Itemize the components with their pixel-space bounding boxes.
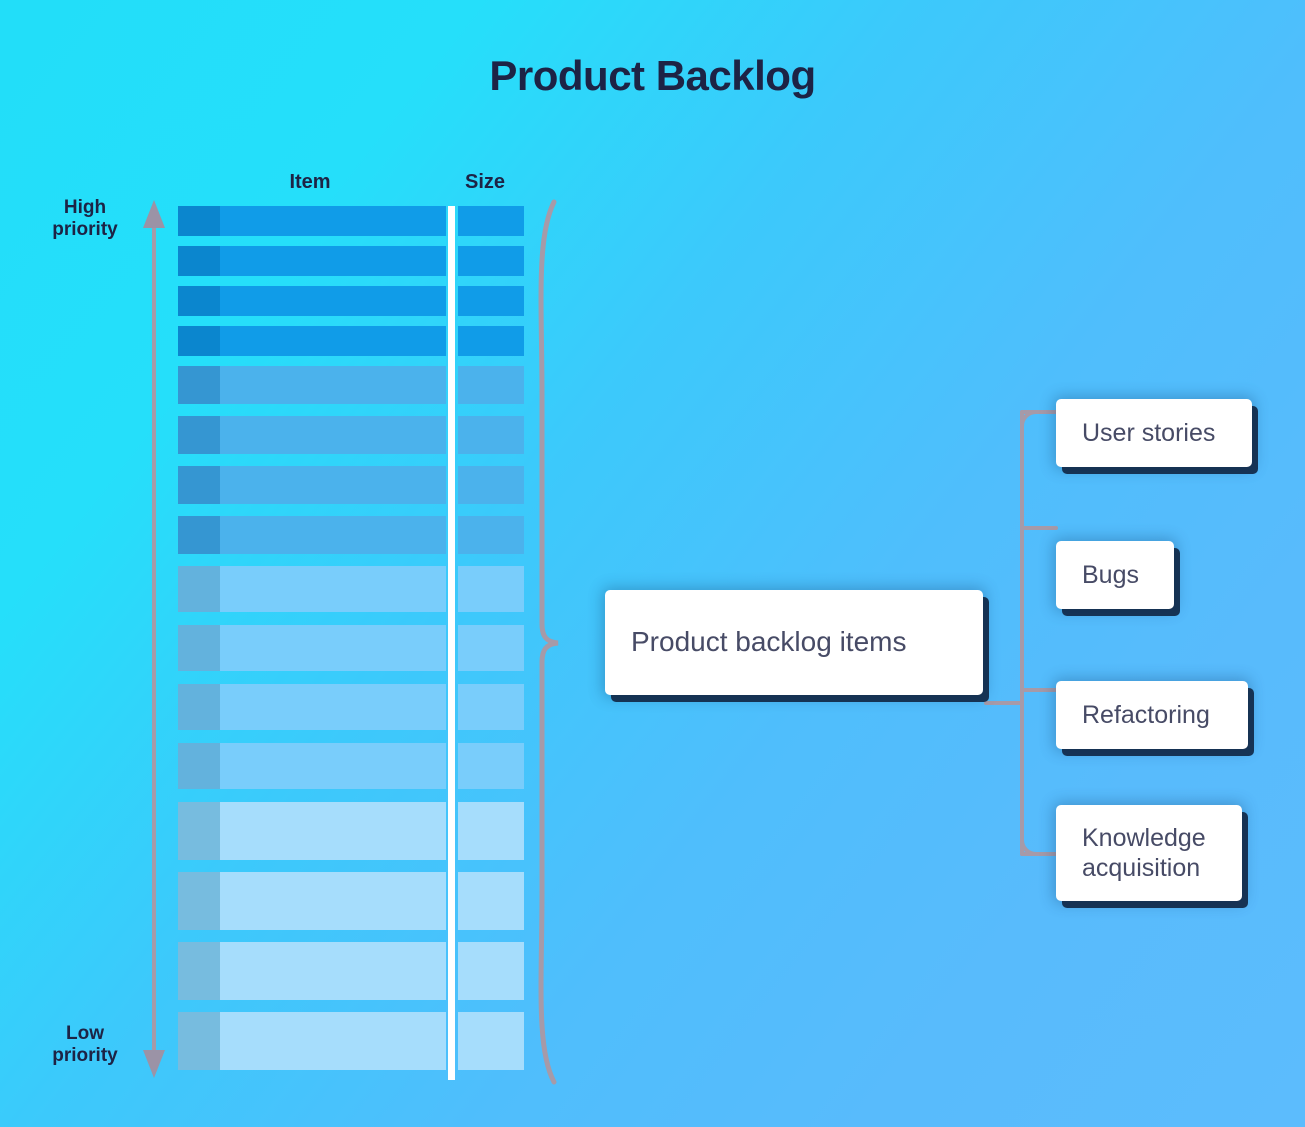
- backlog-row-size-cell: [458, 566, 524, 612]
- backlog-row[interactable]: [178, 743, 524, 789]
- backlog-row[interactable]: [178, 366, 524, 404]
- backlog-row[interactable]: [178, 206, 524, 236]
- priority-arrow-icon: [143, 200, 165, 1078]
- backlog-row-size-cell: [458, 942, 524, 1000]
- backlog-row[interactable]: [178, 516, 524, 554]
- backlog-row-handle: [178, 1012, 220, 1070]
- backlog-row-item-cell: [220, 743, 446, 789]
- backlog-row-handle: [178, 684, 220, 730]
- backlog-row[interactable]: [178, 416, 524, 454]
- priority-label-low: Low priority: [52, 1023, 118, 1067]
- backlog-row-handle: [178, 743, 220, 789]
- backlog-row-handle: [178, 416, 220, 454]
- backlog-row[interactable]: [178, 326, 524, 356]
- column-header-item: Item: [289, 171, 331, 193]
- backlog-row-handle: [178, 366, 220, 404]
- backlog-row-size-cell: [458, 286, 524, 316]
- backlog-row[interactable]: [178, 566, 524, 612]
- backlog-row[interactable]: [178, 1012, 524, 1070]
- backlog-row-handle: [178, 802, 220, 860]
- column-header-size: Size: [464, 171, 506, 193]
- backlog-row-size-cell: [458, 326, 524, 356]
- backlog-row[interactable]: [178, 802, 524, 860]
- backlog-row-item-cell: [220, 206, 446, 236]
- card-label: Refactoring: [1082, 700, 1210, 729]
- backlog-row[interactable]: [178, 466, 524, 504]
- backlog-row-size-cell: [458, 625, 524, 671]
- backlog-row-item-cell: [220, 466, 446, 504]
- backlog-row-item-cell: [220, 872, 446, 930]
- backlog-row-size-cell: [458, 743, 524, 789]
- backlog-row-size-cell: [458, 516, 524, 554]
- backlog-row-handle: [178, 326, 220, 356]
- card-label: Knowledge acquisition: [1082, 823, 1206, 883]
- backlog-row-handle: [178, 286, 220, 316]
- backlog-row-size-cell: [458, 466, 524, 504]
- card-knowledge-acquisition[interactable]: Knowledge acquisition: [1056, 805, 1242, 901]
- backlog-row-handle: [178, 206, 220, 236]
- backlog-row[interactable]: [178, 942, 524, 1000]
- grouping-brace-icon: [538, 199, 559, 1085]
- backlog-row-handle: [178, 246, 220, 276]
- backlog-row-size-cell: [458, 246, 524, 276]
- column-divider: [448, 206, 455, 1080]
- backlog-row-item-cell: [220, 366, 446, 404]
- backlog-row[interactable]: [178, 246, 524, 276]
- backlog-row-item-cell: [220, 625, 446, 671]
- backlog-row-size-cell: [458, 206, 524, 236]
- backlog-row-handle: [178, 942, 220, 1000]
- card-refactoring[interactable]: Refactoring: [1056, 681, 1248, 749]
- backlog-row-item-cell: [220, 246, 446, 276]
- backlog-row[interactable]: [178, 286, 524, 316]
- backlog-row-item-cell: [220, 684, 446, 730]
- card-label: User stories: [1082, 418, 1216, 447]
- backlog-row[interactable]: [178, 872, 524, 930]
- backlog-row-item-cell: [220, 942, 446, 1000]
- backlog-row[interactable]: [178, 684, 524, 730]
- priority-label-high: High priority: [52, 197, 118, 241]
- backlog-row-item-cell: [220, 286, 446, 316]
- page-title: Product Backlog: [489, 52, 816, 99]
- backlog-row-item-cell: [220, 416, 446, 454]
- backlog-row-size-cell: [458, 1012, 524, 1070]
- card-label: Bugs: [1082, 560, 1139, 589]
- backlog-table: [178, 206, 524, 1080]
- card-label: Product backlog items: [631, 626, 907, 658]
- backlog-row-size-cell: [458, 872, 524, 930]
- backlog-row-handle: [178, 625, 220, 671]
- card-user-stories[interactable]: User stories: [1056, 399, 1252, 467]
- backlog-row-handle: [178, 516, 220, 554]
- backlog-row-handle: [178, 872, 220, 930]
- backlog-row-size-cell: [458, 416, 524, 454]
- card-product-backlog-items[interactable]: Product backlog items: [605, 590, 983, 695]
- backlog-row[interactable]: [178, 625, 524, 671]
- backlog-row-size-cell: [458, 802, 524, 860]
- backlog-row-size-cell: [458, 684, 524, 730]
- tree-connector: [984, 410, 1058, 856]
- backlog-row-item-cell: [220, 516, 446, 554]
- backlog-row-size-cell: [458, 366, 524, 404]
- backlog-row-handle: [178, 566, 220, 612]
- backlog-row-handle: [178, 466, 220, 504]
- backlog-row-item-cell: [220, 1012, 446, 1070]
- backlog-row-item-cell: [220, 802, 446, 860]
- backlog-row-item-cell: [220, 326, 446, 356]
- card-bugs[interactable]: Bugs: [1056, 541, 1174, 609]
- backlog-row-item-cell: [220, 566, 446, 612]
